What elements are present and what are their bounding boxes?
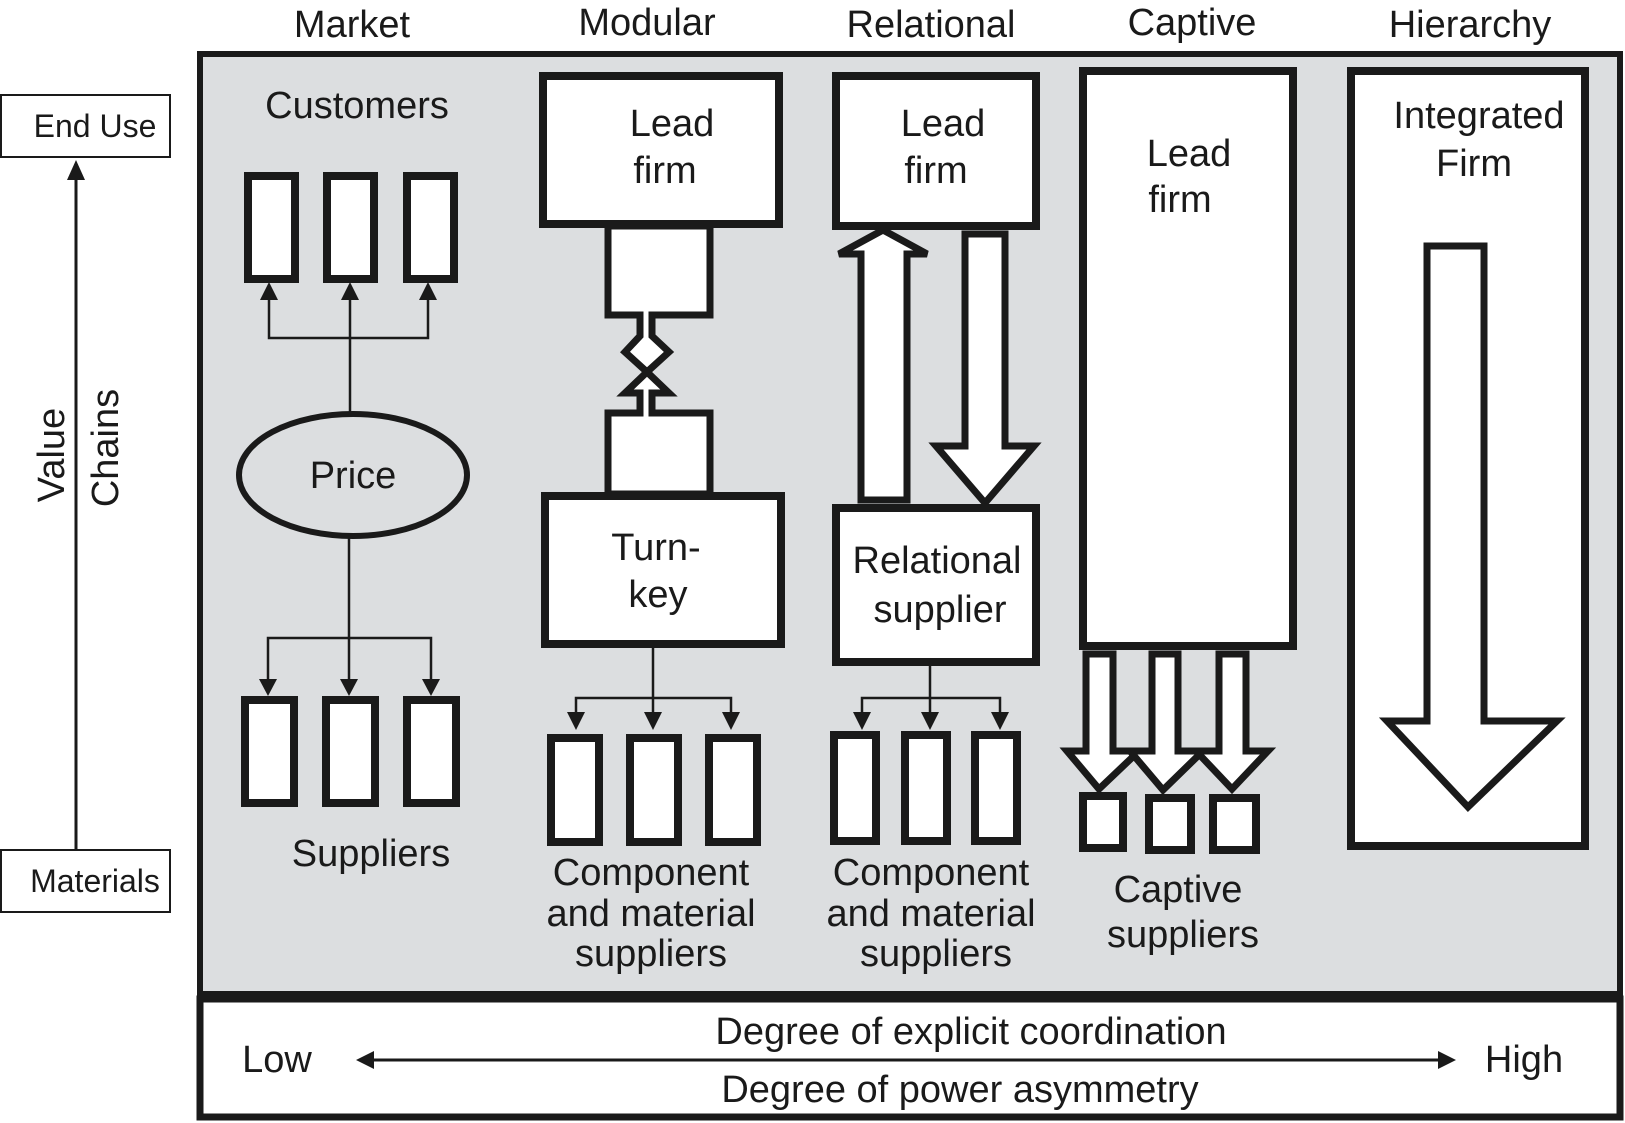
component-suppliers-line3: suppliers bbox=[575, 933, 727, 975]
modular-connector-bottom bbox=[604, 367, 714, 498]
power-asymmetry-label: Degree of power asymmetry bbox=[721, 1069, 1198, 1111]
modular-connector-top bbox=[604, 222, 714, 377]
header-captive: Captive bbox=[1128, 2, 1257, 44]
captive-supplier-box bbox=[1145, 794, 1195, 854]
arrow-head bbox=[419, 282, 437, 300]
lead-firm-label-line1: Lead bbox=[901, 103, 986, 145]
supplier-box bbox=[241, 696, 298, 807]
up-block-arrow bbox=[837, 226, 929, 504]
component-suppliers-line1: Component bbox=[553, 852, 750, 894]
scale-arrow-left-head bbox=[356, 1051, 374, 1069]
captive-column: Lead firm Captive suppliers bbox=[1059, 67, 1297, 956]
customer-box bbox=[403, 172, 458, 283]
arrow-head bbox=[644, 712, 662, 730]
hierarchy-column: Integrated Firm bbox=[1347, 67, 1589, 850]
price-ellipse bbox=[236, 411, 470, 539]
relational-supplier-line1: Relational bbox=[853, 540, 1022, 582]
lead-firm-box bbox=[1079, 67, 1297, 650]
arrow-head bbox=[260, 282, 278, 300]
low-label: Low bbox=[242, 1039, 312, 1081]
arrow-head bbox=[567, 712, 585, 730]
component-supplier-box bbox=[971, 731, 1021, 845]
supplier-connector bbox=[574, 696, 733, 712]
captive-block-arrow bbox=[1187, 650, 1277, 795]
captive-suppliers-line1: Captive bbox=[1114, 869, 1243, 911]
supplier-box bbox=[403, 696, 460, 807]
lead-firm-box bbox=[832, 72, 1040, 230]
turnkey-label-line2: key bbox=[628, 574, 687, 616]
captive-supplier-box bbox=[1079, 792, 1127, 852]
customers-label: Customers bbox=[265, 85, 449, 127]
arrow-head bbox=[991, 712, 1009, 730]
value-chain-arrow-head bbox=[67, 160, 85, 180]
down-block-arrow bbox=[928, 230, 1042, 509]
integrated-firm-line2: Firm bbox=[1436, 143, 1512, 185]
lead-firm-label-line1: Lead bbox=[630, 103, 715, 145]
arrow-head bbox=[340, 679, 358, 696]
relational-supplier-box bbox=[832, 504, 1040, 666]
captive-supplier-box bbox=[1209, 794, 1260, 854]
arrow-head bbox=[921, 712, 939, 730]
supplier-connector bbox=[860, 696, 1002, 712]
integrated-firm-line1: Integrated bbox=[1393, 95, 1564, 137]
high-label: High bbox=[1485, 1039, 1563, 1081]
arrow-head bbox=[722, 712, 740, 730]
lead-firm-box bbox=[539, 72, 783, 228]
component-suppliers-line2: and material bbox=[826, 893, 1035, 935]
header-market: Market bbox=[294, 4, 411, 46]
end-use-box bbox=[0, 94, 171, 158]
captive-block-arrow bbox=[1059, 650, 1148, 795]
relational-column: Lead firm Relational supplier Component … bbox=[826, 72, 1042, 975]
market-column: Customers Price Suppliers bbox=[236, 85, 470, 875]
component-supplier-box bbox=[901, 731, 951, 845]
arrow-head bbox=[853, 712, 871, 730]
captive-suppliers-line2: suppliers bbox=[1107, 914, 1259, 956]
modular-column: Lead firm Turn- key Component and materi… bbox=[539, 72, 785, 975]
lead-firm-label-line2: firm bbox=[633, 150, 696, 192]
end-use-label: End Use bbox=[34, 108, 157, 144]
materials-box bbox=[0, 849, 171, 913]
supplier-box bbox=[322, 696, 379, 807]
scale-arrow-right-head bbox=[1438, 1051, 1456, 1069]
lead-firm-label-line2: firm bbox=[904, 150, 967, 192]
value-label: Value bbox=[31, 408, 73, 502]
relational-supplier-line2: supplier bbox=[873, 589, 1006, 631]
suppliers-label: Suppliers bbox=[292, 833, 450, 875]
turnkey-label-line1: Turn- bbox=[611, 527, 700, 569]
header-relational: Relational bbox=[847, 4, 1016, 46]
price-label: Price bbox=[310, 455, 397, 497]
value-chain-axis: End Use Materials Value Chains bbox=[0, 94, 171, 913]
arrow-head bbox=[422, 679, 440, 696]
chains-label: Chains bbox=[85, 389, 127, 507]
component-supplier-box bbox=[547, 734, 603, 846]
component-suppliers-line3: suppliers bbox=[860, 933, 1012, 975]
captive-block-arrow bbox=[1122, 650, 1212, 796]
integrated-down-arrow bbox=[1378, 242, 1566, 812]
customer-box bbox=[323, 172, 378, 283]
materials-label: Materials bbox=[30, 863, 160, 899]
header-hierarchy: Hierarchy bbox=[1389, 4, 1552, 46]
component-suppliers-line2: and material bbox=[546, 893, 755, 935]
component-supplier-box bbox=[830, 731, 880, 845]
turnkey-box bbox=[541, 492, 785, 648]
component-supplier-box bbox=[626, 734, 682, 846]
supplier-connector bbox=[266, 636, 433, 680]
lead-firm-label-line2: firm bbox=[1148, 179, 1211, 221]
component-suppliers-line1: Component bbox=[833, 852, 1030, 894]
lead-firm-label-line1: Lead bbox=[1147, 133, 1232, 175]
coordination-label: Degree of explicit coordination bbox=[715, 1011, 1226, 1053]
header-modular: Modular bbox=[578, 2, 716, 44]
coordination-scale: Degree of explicit coordination Low High… bbox=[196, 995, 1624, 1121]
arrow-head bbox=[341, 282, 359, 300]
customer-box bbox=[244, 172, 299, 283]
arrow-head bbox=[259, 679, 277, 696]
component-supplier-box bbox=[705, 734, 761, 846]
scale-panel bbox=[196, 995, 1624, 1121]
customer-connector bbox=[267, 300, 430, 340]
